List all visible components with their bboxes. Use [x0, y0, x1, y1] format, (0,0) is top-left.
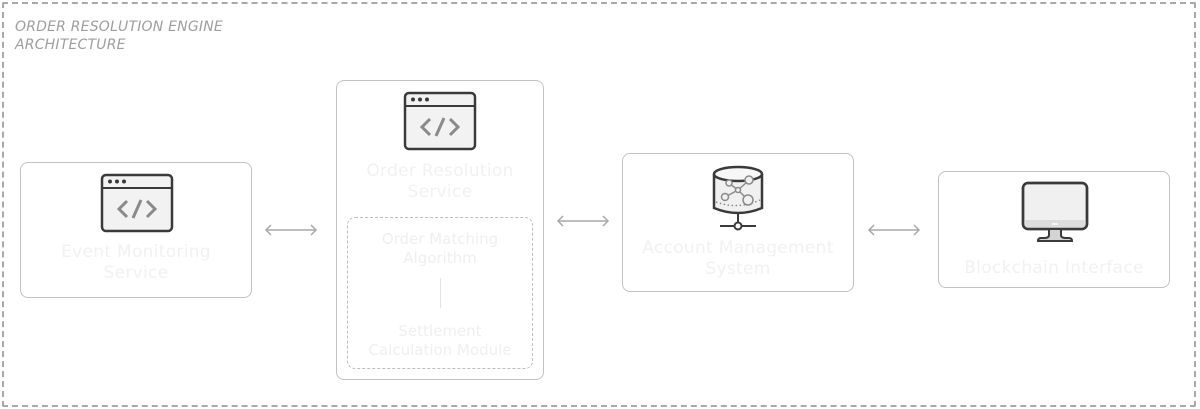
monitor-icon	[1021, 181, 1089, 242]
node-account-management[interactable]: Account Management System	[622, 153, 854, 292]
code-window-icon	[100, 173, 174, 233]
edge-order-resolution-to-account	[556, 215, 610, 227]
component-order-matching[interactable]: Order Matching Algorithm	[381, 230, 499, 267]
node-label: Account Management System	[642, 238, 834, 279]
node-label: Order Resolution Service	[366, 161, 514, 202]
node-order-resolution[interactable]: Order Resolution Service Order Matching …	[336, 80, 544, 380]
diagram-title: ORDER RESOLUTION ENGINE ARCHITECTURE	[15, 19, 223, 53]
node-label: Event Monitoring Service	[61, 242, 211, 283]
node-label: Blockchain Interface	[964, 258, 1144, 278]
node-event-monitoring[interactable]: Event Monitoring Service	[20, 162, 252, 298]
code-window-icon	[403, 91, 477, 151]
edge-matching-to-settlement	[440, 278, 441, 308]
node-blockchain-interface[interactable]: Blockchain Interface	[938, 171, 1170, 288]
edge-account-to-blockchain	[867, 224, 921, 236]
component-settlement[interactable]: Settlement Calculation Module	[368, 322, 512, 359]
database-network-icon	[712, 165, 764, 231]
edge-event-to-order-resolution	[264, 224, 318, 236]
components-group: Order Matching Algorithm Settlement Calc…	[347, 217, 533, 369]
